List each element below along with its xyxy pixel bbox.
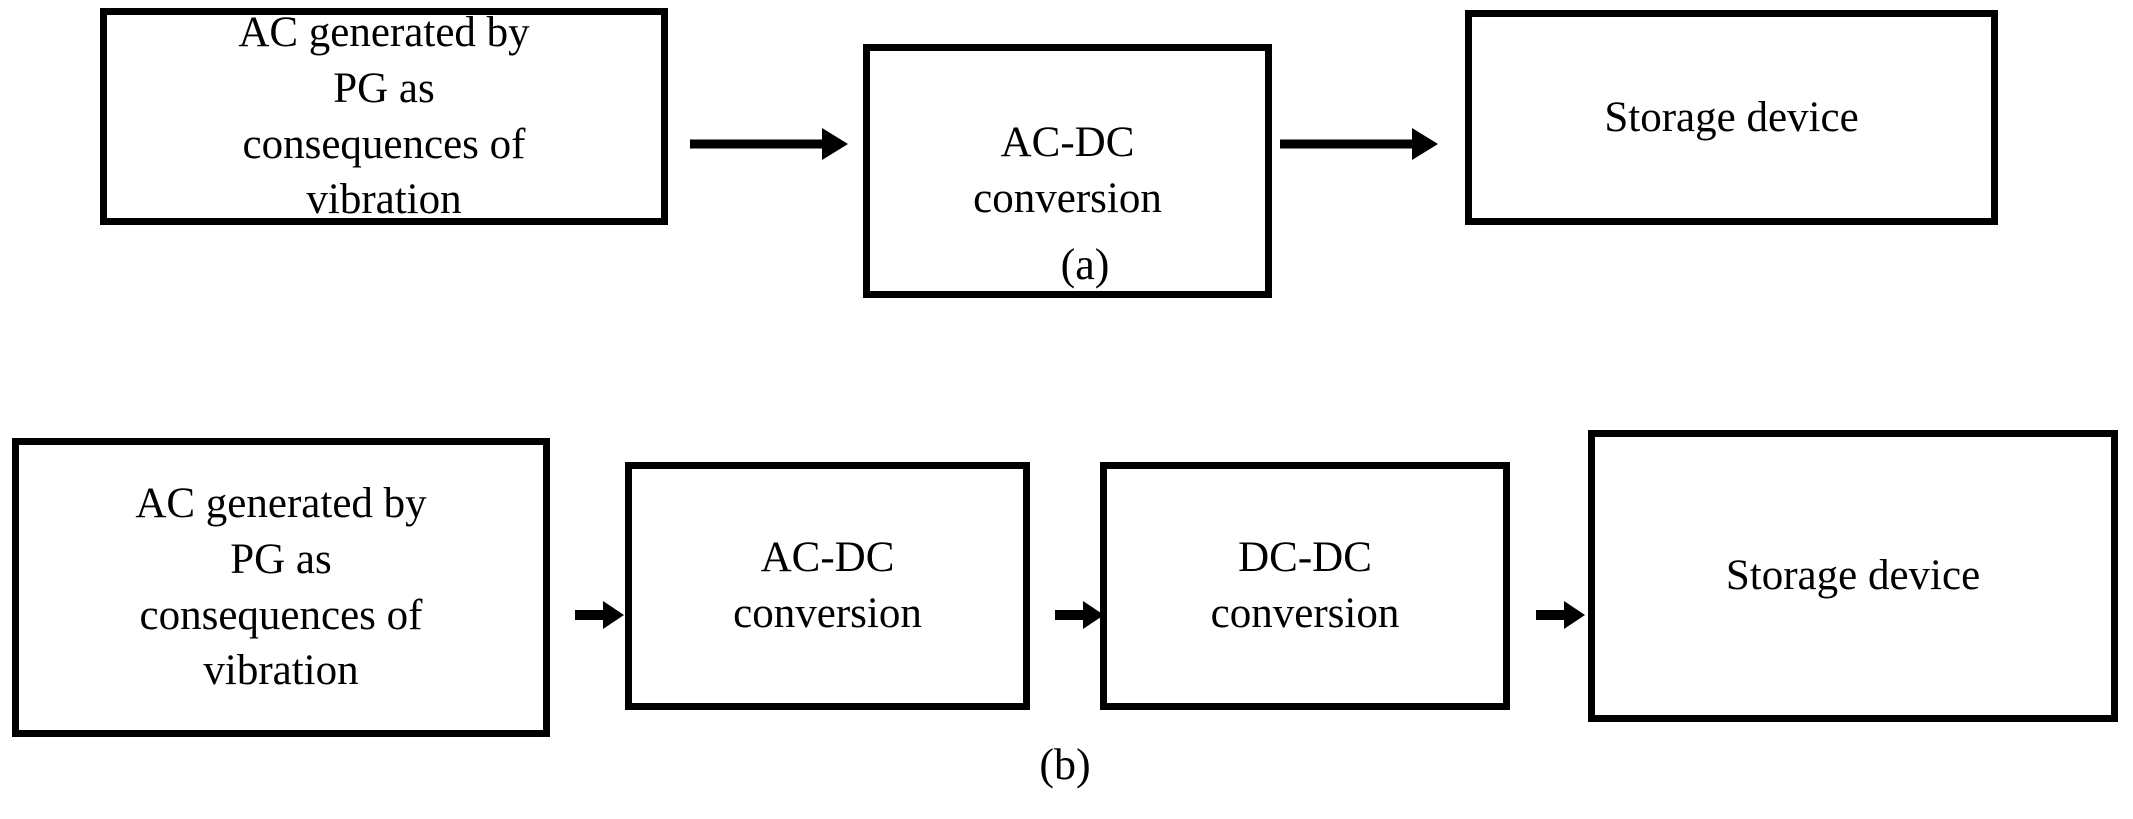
panel-b-block-ac-dc-conversion: AC-DC conversion (625, 462, 1030, 710)
arrow-head-icon (1412, 128, 1438, 160)
panel-b-block-storage-device-label: Storage device (1725, 552, 1981, 600)
arrow-shaft (1536, 610, 1566, 620)
panel-a-caption: (a) (1060, 240, 1110, 289)
panel-b-block-dc-dc-conversion-label: DC-DC conversion (1210, 534, 1400, 637)
panel-b-caption: (b) (1039, 740, 1091, 789)
panel-b-block-storage-device: Storage device (1588, 430, 2118, 722)
panel-a-block-storage-device: Storage device (1465, 10, 1998, 225)
arrow-head-icon (822, 128, 848, 160)
panel-b-block-dc-dc-conversion: DC-DC conversion (1100, 462, 1510, 710)
arrow-shaft (690, 139, 822, 149)
panel-b-block-source-label: AC generated by PG as consequences of vi… (135, 479, 427, 695)
arrow-shaft (575, 610, 605, 620)
panel-a-block-ac-dc-conversion-label: AC-DC conversion (973, 119, 1162, 222)
panel-a-block-ac-dc-conversion: AC-DC conversion (863, 44, 1272, 298)
arrow-head-icon (603, 601, 624, 629)
panel-b-block-ac-dc-conversion-label: AC-DC conversion (733, 534, 922, 637)
arrow-head-icon (1083, 601, 1104, 629)
panel-a-block-storage-device-label: Storage device (1604, 93, 1859, 141)
arrow-shaft (1055, 610, 1085, 620)
arrow-shaft (1280, 139, 1412, 149)
arrow-head-icon (1564, 601, 1585, 629)
panel-a-block-source: AC generated by PG as consequences of vi… (100, 8, 668, 225)
panel-a-block-source-label: AC generated by PG as consequences of vi… (238, 8, 530, 224)
panel-b-block-source: AC generated by PG as consequences of vi… (12, 438, 550, 737)
